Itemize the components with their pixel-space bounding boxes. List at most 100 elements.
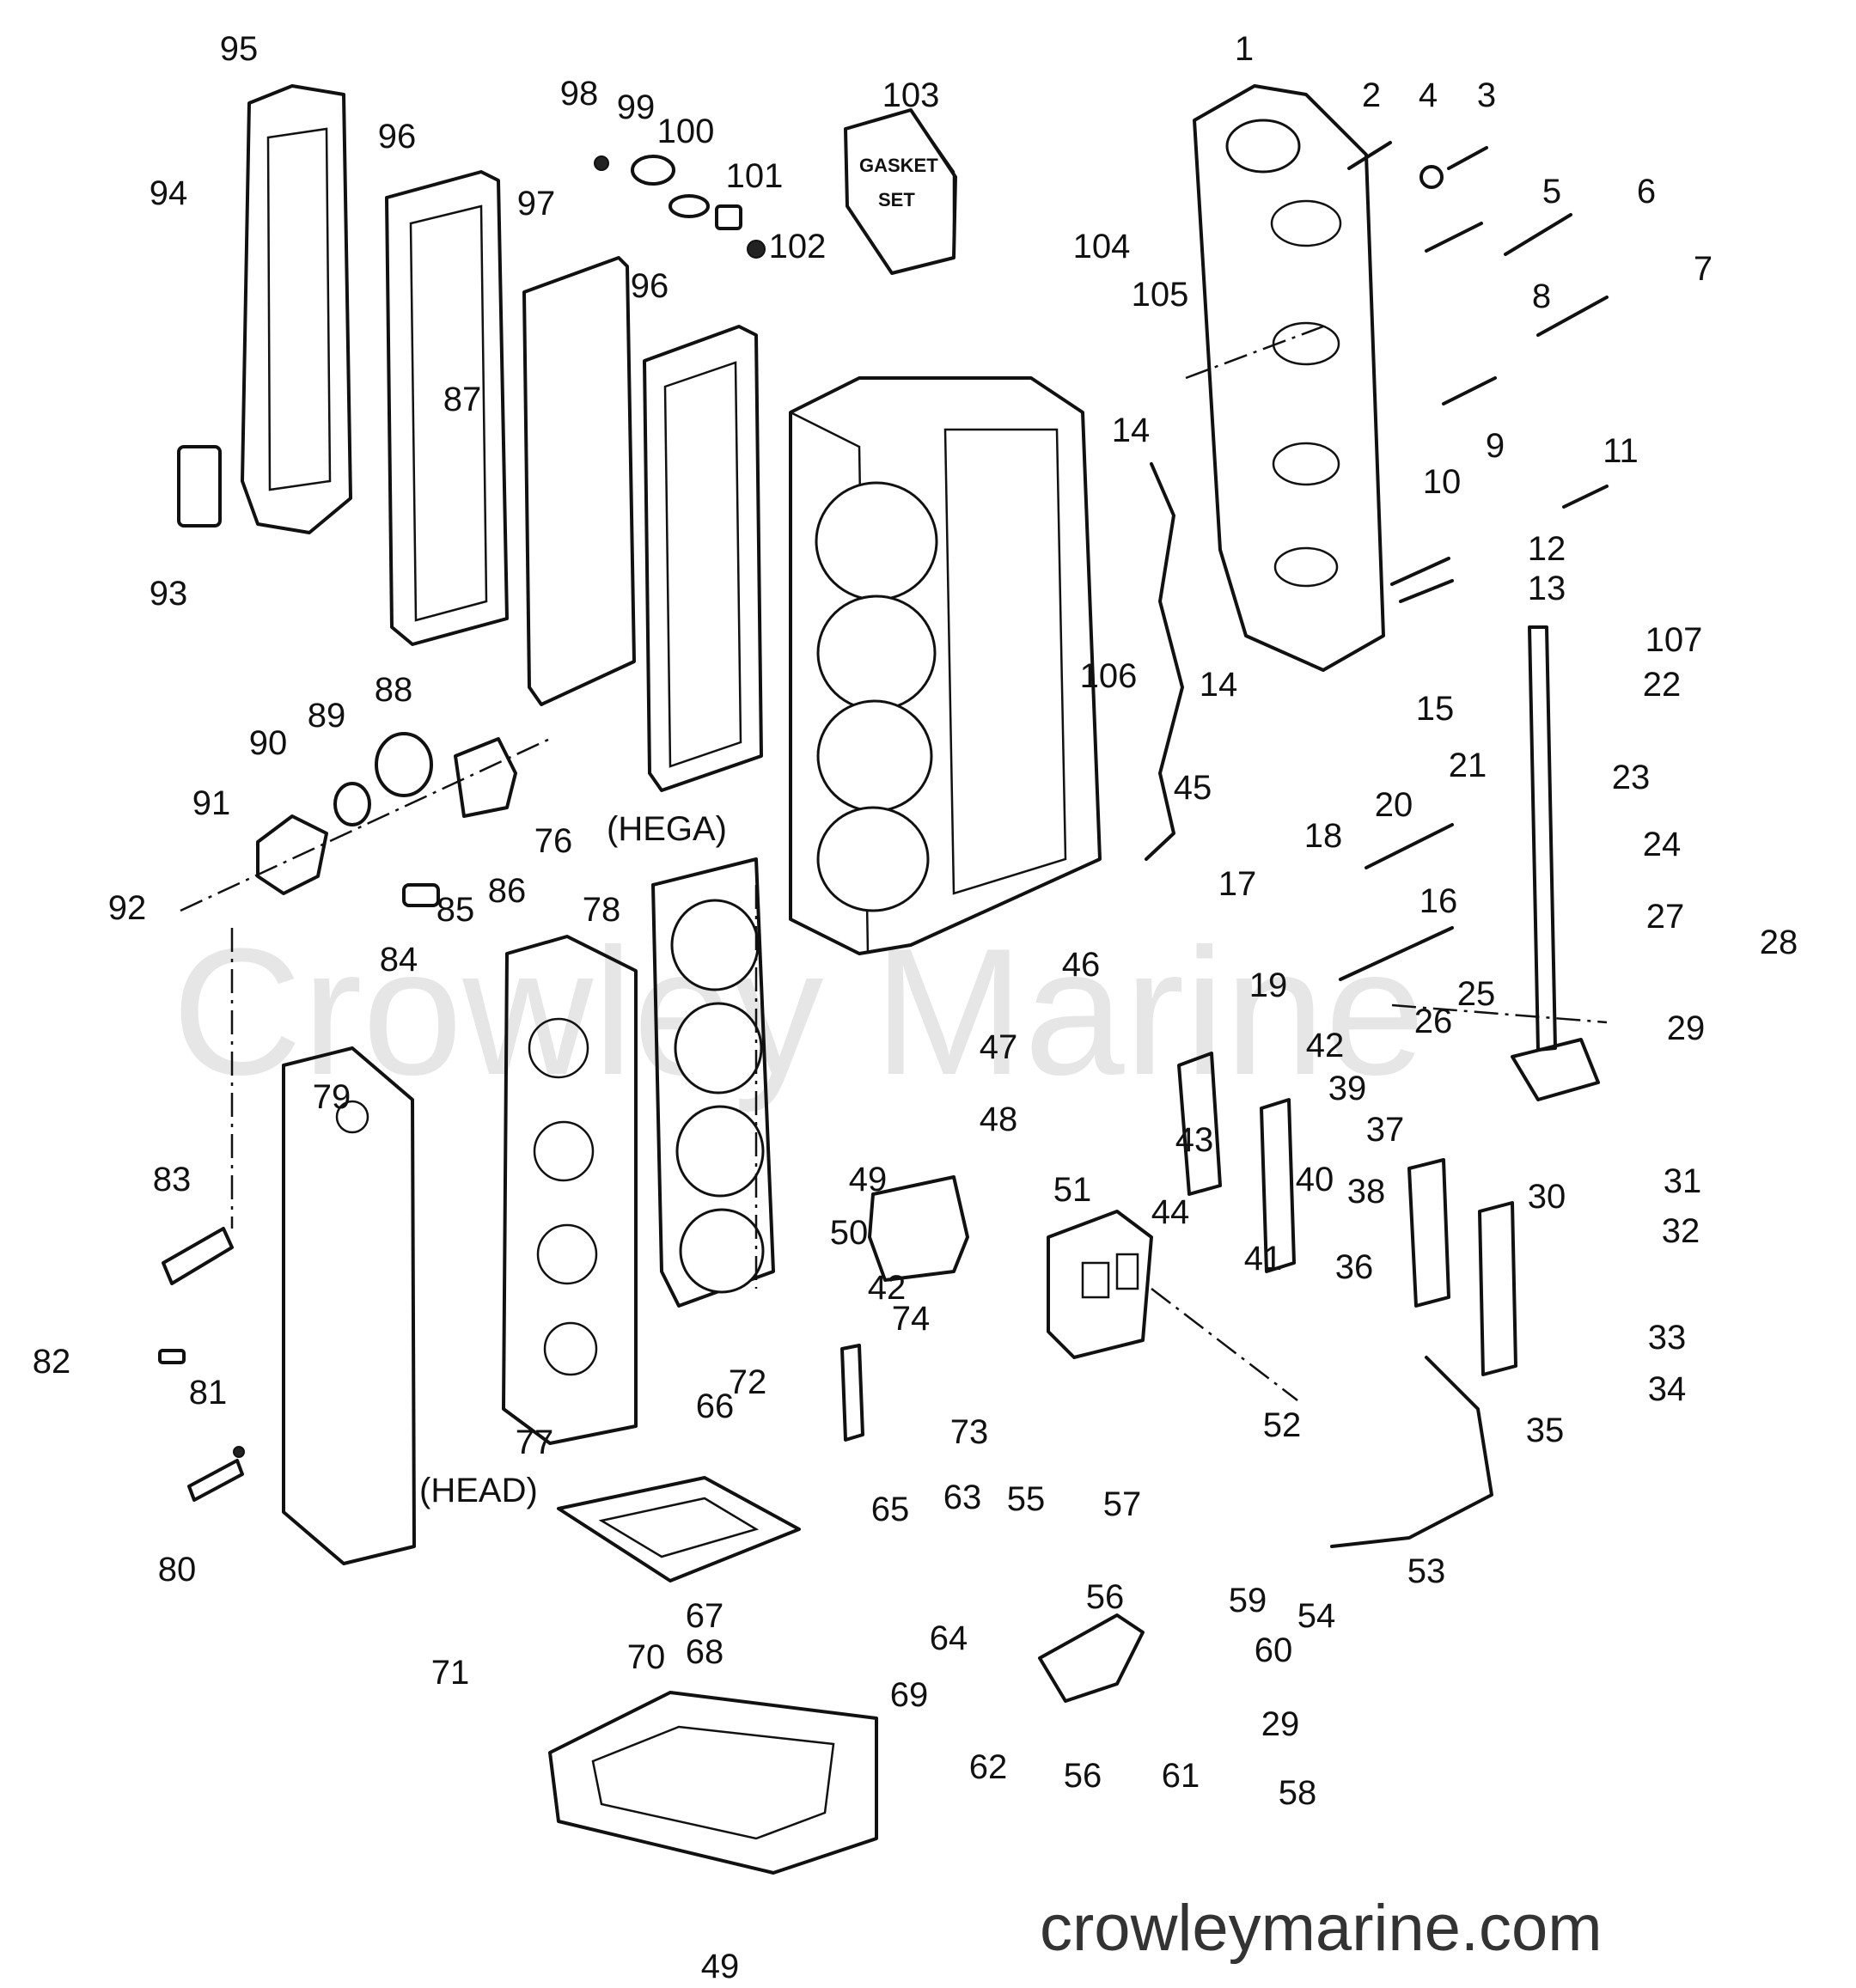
callout-72: 72: [729, 1363, 767, 1401]
callout-6: 6: [1637, 173, 1656, 210]
part-97-cover-plate: [522, 256, 636, 706]
callout-103: 103: [882, 76, 940, 114]
part-77-cylinder-head: [502, 935, 638, 1445]
linkage-bottom: [1038, 1613, 1145, 1703]
part-1-crankcase: [1193, 84, 1385, 672]
callout-1: 1: [1235, 30, 1254, 68]
part-95-exhaust-gasket: [241, 84, 352, 534]
callout-41: 41: [1244, 1240, 1283, 1278]
callout-7: 7: [1694, 250, 1713, 288]
callout-64: 64: [930, 1619, 968, 1657]
part-79-head-cover: [282, 1046, 416, 1565]
callout-98: 98: [560, 75, 599, 113]
callout-61: 61: [1162, 1757, 1200, 1795]
callout-76: 76: [534, 822, 573, 860]
callout-56: 56: [1086, 1578, 1125, 1616]
part-45-hose: [1145, 462, 1184, 861]
callout-46: 46: [1062, 946, 1101, 984]
callout-63: 63: [943, 1479, 982, 1516]
small-parts-98-102: [594, 155, 766, 259]
callout-101: 101: [726, 157, 784, 195]
callout-42: 42: [868, 1269, 907, 1307]
callout-47: 47: [980, 1028, 1018, 1066]
callout-22: 22: [1643, 666, 1682, 704]
callout-105: 105: [1132, 276, 1189, 314]
part-53-rod: [1330, 1356, 1493, 1548]
callout-59: 59: [1229, 1582, 1267, 1619]
callout-79: 79: [313, 1078, 351, 1116]
linkage-parts: [1177, 625, 1600, 1376]
callout-96: 96: [378, 118, 417, 156]
part-76-head-gasket: [651, 857, 775, 1308]
callout-60: 60: [1255, 1631, 1293, 1669]
callout-55: 55: [1007, 1480, 1046, 1518]
callout-23: 23: [1612, 759, 1651, 796]
callout-80: 80: [158, 1551, 197, 1589]
callout-93: 93: [150, 575, 188, 613]
callout-3: 3: [1477, 76, 1496, 114]
callout-15: 15: [1416, 690, 1455, 728]
callout-84: 84: [380, 941, 418, 979]
callout-40: 40: [1296, 1161, 1334, 1198]
region-label-hega: (HEGA): [607, 810, 727, 848]
callout-77: 77: [516, 1424, 554, 1461]
callout-50: 50: [830, 1214, 869, 1252]
callout-92: 92: [108, 889, 147, 927]
part-1-cylinder-block: [789, 376, 1102, 955]
callout-71: 71: [431, 1654, 470, 1692]
callout-88: 88: [375, 671, 413, 709]
callout-69: 69: [890, 1676, 929, 1714]
callout-11: 11: [1603, 432, 1639, 470]
callout-31: 31: [1664, 1162, 1702, 1200]
callout-49: 49: [701, 1948, 740, 1985]
callout-54: 54: [1297, 1597, 1336, 1635]
callout-99: 99: [617, 88, 656, 126]
callout-17: 17: [1218, 865, 1257, 903]
callout-107: 107: [1645, 621, 1703, 659]
callout-106: 106: [1080, 657, 1138, 695]
callout-68: 68: [686, 1633, 724, 1671]
callout-95: 95: [220, 30, 259, 68]
site-url: crowleymarine.com: [1040, 1892, 1603, 1965]
callout-10: 10: [1423, 463, 1462, 501]
box-label-line2: SET: [878, 189, 915, 210]
callout-16: 16: [1419, 882, 1458, 920]
callout-39: 39: [1328, 1070, 1367, 1107]
callout-43: 43: [1175, 1121, 1214, 1159]
callout-90: 90: [249, 724, 288, 762]
callout-42: 42: [1306, 1027, 1345, 1064]
callout-89: 89: [308, 697, 346, 735]
callout-48: 48: [980, 1101, 1018, 1138]
callout-56: 56: [1064, 1757, 1102, 1795]
callout-87: 87: [443, 381, 482, 418]
callout-13: 13: [1528, 570, 1566, 607]
callout-12: 12: [1528, 530, 1566, 568]
callout-38: 38: [1347, 1173, 1386, 1210]
callout-26: 26: [1414, 1003, 1453, 1040]
part-96-gasket-left: [385, 170, 509, 646]
callout-2: 2: [1362, 76, 1381, 114]
callout-8: 8: [1532, 277, 1551, 315]
watermark: Crowley Marine: [172, 911, 1426, 1113]
callout-27: 27: [1646, 898, 1685, 936]
callout-32: 32: [1662, 1212, 1700, 1250]
callout-5: 5: [1542, 173, 1561, 210]
callout-65: 65: [871, 1491, 910, 1528]
part-51-cover: [1047, 1210, 1153, 1359]
part-103-gasket-set-box: GASKET SET: [844, 108, 957, 275]
callout-91: 91: [192, 784, 231, 822]
thermostat-group: [256, 732, 517, 895]
callout-29: 29: [1261, 1705, 1300, 1743]
callout-70: 70: [627, 1638, 666, 1676]
box-label-line1: GASKET: [859, 155, 938, 176]
callout-29: 29: [1667, 1009, 1706, 1047]
callout-14: 14: [1112, 412, 1151, 449]
part-93-plate: [177, 445, 222, 527]
callout-58: 58: [1279, 1774, 1317, 1812]
callout-51: 51: [1053, 1171, 1092, 1209]
part-26-rod: [1339, 926, 1454, 981]
callout-49: 49: [849, 1161, 888, 1198]
callout-82: 82: [33, 1343, 71, 1381]
